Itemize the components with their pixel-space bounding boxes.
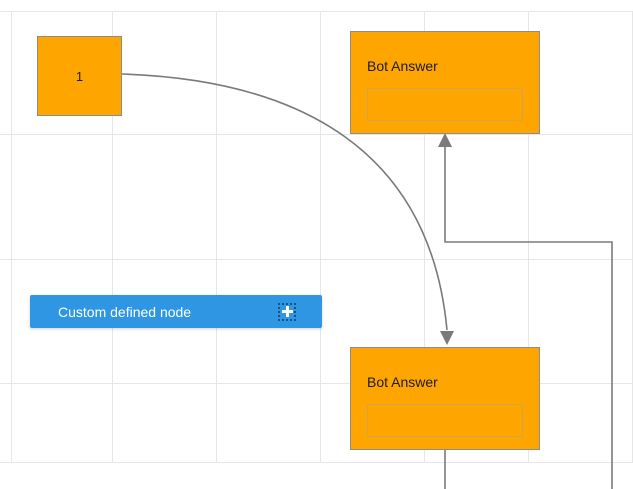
plus-icon-vertical-bar — [285, 306, 289, 317]
start-node[interactable]: 1 — [37, 36, 122, 116]
custom-defined-node-label: Custom defined node — [58, 303, 192, 320]
plus-icon[interactable] — [278, 302, 296, 321]
start-node-label: 1 — [75, 68, 84, 84]
bot-answer-node-bottom-slot[interactable] — [367, 404, 523, 437]
arrowhead-up-to-top-answer — [438, 133, 452, 147]
bot-answer-node-top[interactable]: Bot Answer — [350, 31, 540, 134]
bot-answer-node-top-slot[interactable] — [367, 88, 523, 121]
custom-defined-node-bar[interactable]: Custom defined node — [30, 295, 322, 328]
bot-answer-node-bottom-title: Bot Answer — [367, 374, 438, 390]
bot-answer-node-bottom[interactable]: Bot Answer — [350, 347, 540, 450]
arrowhead-down-to-bottom-answer — [440, 331, 454, 345]
bot-answer-node-top-title: Bot Answer — [367, 58, 438, 74]
